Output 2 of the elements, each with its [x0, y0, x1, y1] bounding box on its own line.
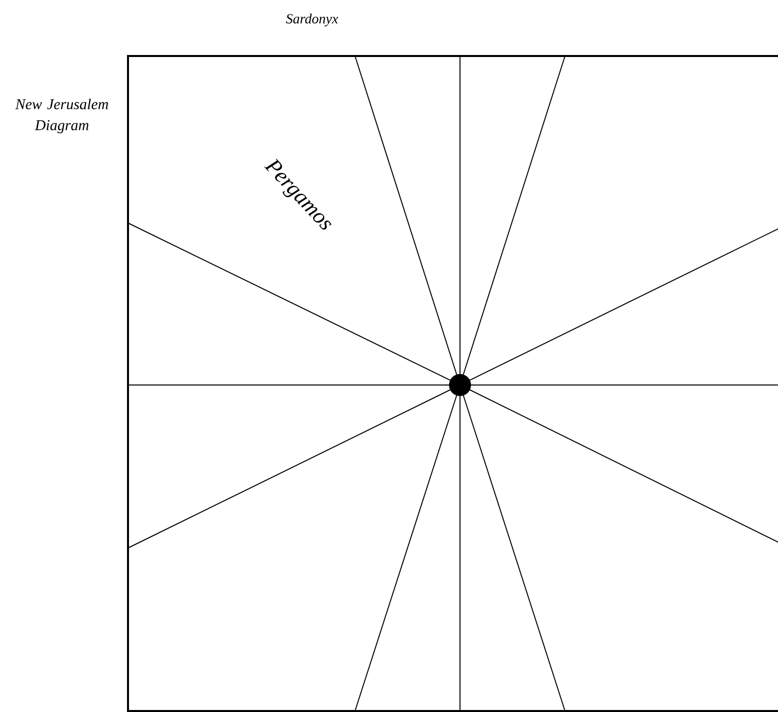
- text-label: New Jerusalem Diagram: [15, 98, 108, 134]
- text-label: Sardonyx: [286, 14, 338, 26]
